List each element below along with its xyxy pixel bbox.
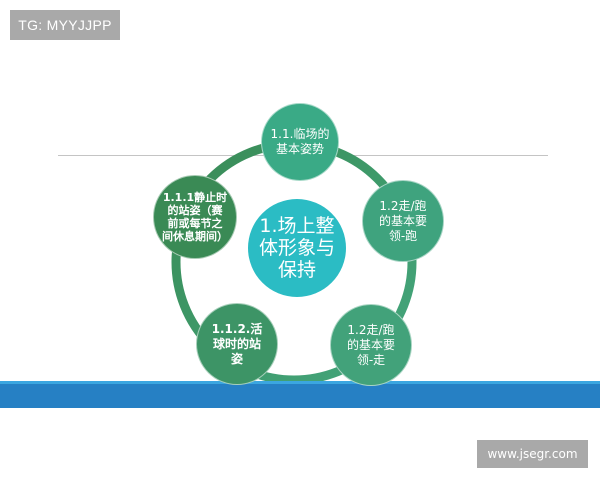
node-right-label: 1.2走/跑 的基本要 领-跑 [378,198,427,243]
node-bottom-left: 1.1.2.活 球时的站 姿 [196,303,278,385]
node-bottom-right: 1.2走/跑 的基本要 领-走 [330,304,412,386]
center-node: 1.场上整 体形象与 保持 [248,199,346,297]
node-left: 1.1.1静止时 的站姿（赛 前或每节之 间休息期间） [153,175,237,259]
node-left-label: 1.1.1静止时 的站姿（赛 前或每节之 间休息期间） [162,191,228,243]
center-node-label: 1.场上整 体形象与 保持 [258,215,335,281]
watermark-bottom-right: www.jsegr.com [477,440,588,468]
node-bottom-left-label: 1.1.2.活 球时的站 姿 [211,321,263,366]
node-top: 1.1.临场的 基本姿势 [261,103,339,181]
watermark-top-left: TG: MYYJJPP [10,10,120,40]
node-bottom-right-label: 1.2走/跑 的基本要 领-走 [346,322,395,367]
footer-bar-highlight [0,381,600,384]
footer-blue-bar [0,381,600,408]
node-top-label: 1.1.临场的 基本姿势 [270,127,330,156]
node-right: 1.2走/跑 的基本要 领-跑 [362,180,444,262]
